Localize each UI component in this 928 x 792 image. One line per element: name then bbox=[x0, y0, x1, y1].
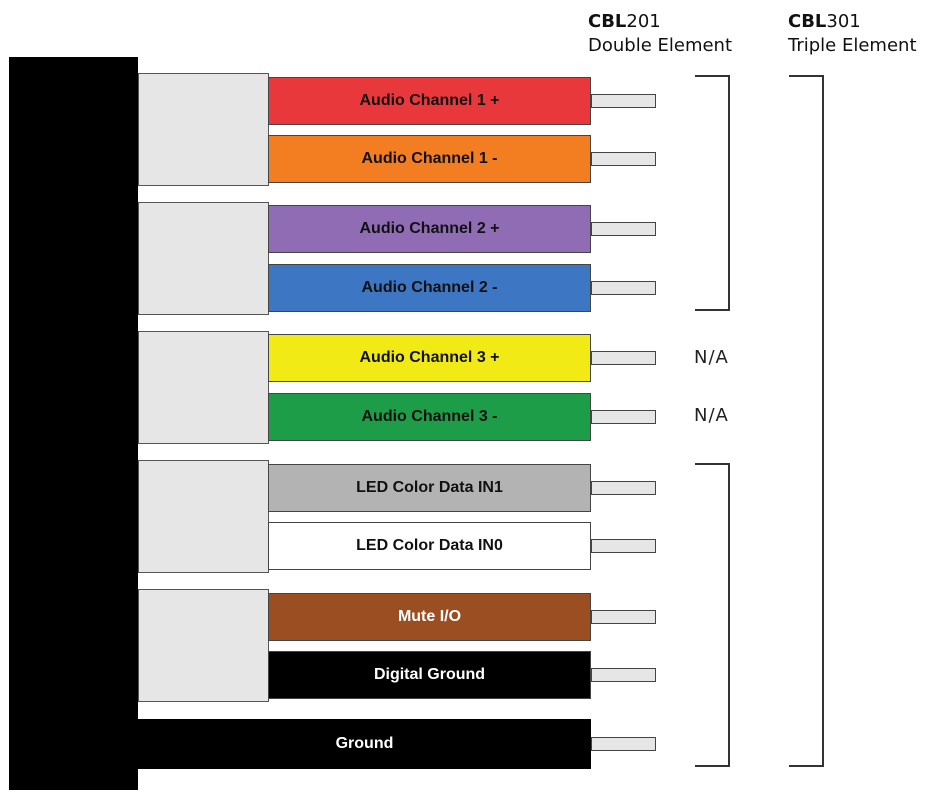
pin-audio-ch2-plus bbox=[591, 222, 656, 236]
wire-digital-ground: Digital Ground bbox=[268, 651, 591, 699]
wire-audio-ch2-plus: Audio Channel 2 + bbox=[268, 205, 591, 253]
pin-ground bbox=[591, 737, 656, 751]
pair-jacket-1 bbox=[138, 73, 269, 186]
header-cbl301-code: CBL301 bbox=[788, 11, 861, 32]
wire-audio-ch2-minus: Audio Channel 2 - bbox=[268, 264, 591, 312]
wire-audio-ch1-minus: Audio Channel 1 - bbox=[268, 135, 591, 183]
na-label-ch3-minus: N/A bbox=[694, 405, 729, 426]
pin-digital-ground bbox=[591, 668, 656, 682]
wire-led-data-in1: LED Color Data IN1 bbox=[268, 464, 591, 512]
na-label-ch3-plus: N/A bbox=[694, 347, 729, 368]
header-cbl201-code: CBL201 bbox=[588, 11, 661, 32]
header-cbl301-subtitle: Triple Element bbox=[788, 35, 917, 56]
bracket-cbl201-data bbox=[695, 463, 730, 767]
bracket-cbl201-audio bbox=[695, 75, 730, 311]
header-cbl301: CBL301 Triple Element bbox=[788, 10, 917, 58]
pin-led-data-in0 bbox=[591, 539, 656, 553]
header-cbl201: CBL201 Double Element bbox=[588, 10, 732, 58]
cable-body bbox=[9, 57, 138, 790]
pin-led-data-in1 bbox=[591, 481, 656, 495]
wire-audio-ch1-plus: Audio Channel 1 + bbox=[268, 77, 591, 125]
pin-audio-ch3-plus bbox=[591, 351, 656, 365]
pin-audio-ch1-minus bbox=[591, 152, 656, 166]
pair-jacket-5 bbox=[138, 589, 269, 702]
pair-jacket-3 bbox=[138, 331, 269, 444]
wire-ground: Ground bbox=[138, 719, 591, 769]
pin-mute-io bbox=[591, 610, 656, 624]
bracket-cbl301-all bbox=[789, 75, 824, 767]
pair-jacket-4 bbox=[138, 460, 269, 573]
pin-audio-ch2-minus bbox=[591, 281, 656, 295]
pin-audio-ch1-plus bbox=[591, 94, 656, 108]
wire-led-data-in0: LED Color Data IN0 bbox=[268, 522, 591, 570]
pair-jacket-2 bbox=[138, 202, 269, 315]
header-cbl201-subtitle: Double Element bbox=[588, 35, 733, 56]
wire-audio-ch3-plus: Audio Channel 3 + bbox=[268, 334, 591, 382]
wire-mute-io: Mute I/O bbox=[268, 593, 591, 641]
wire-audio-ch3-minus: Audio Channel 3 - bbox=[268, 393, 591, 441]
pin-audio-ch3-minus bbox=[591, 410, 656, 424]
